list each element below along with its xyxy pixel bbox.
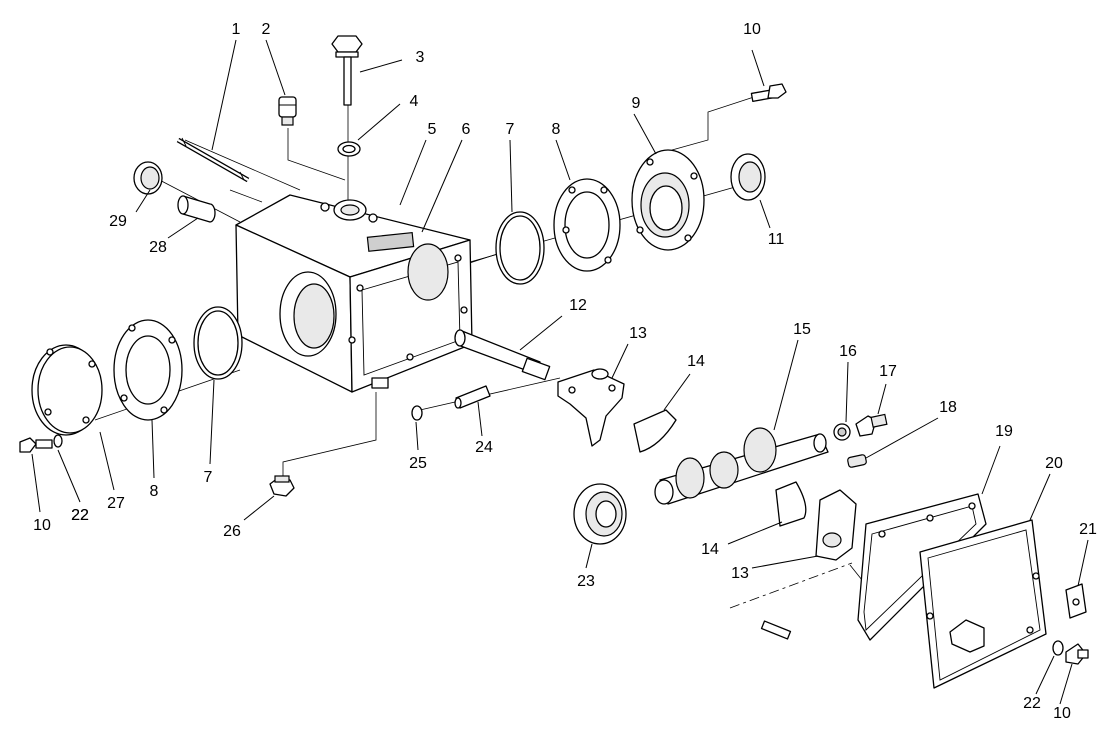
part-shaft xyxy=(454,329,551,381)
part-cover-left xyxy=(31,344,103,436)
callout-10-right: 10 xyxy=(1053,705,1071,722)
callout-23: 23 xyxy=(577,573,595,590)
callout-7-left: 7 xyxy=(204,469,213,486)
part-bolt-left xyxy=(19,434,63,453)
part-dipstick xyxy=(331,35,363,106)
part-clip xyxy=(1065,583,1087,619)
part-seal-large xyxy=(730,153,766,201)
callout-17: 17 xyxy=(879,363,897,380)
callout-10: 10 xyxy=(743,21,761,38)
callout-5: 5 xyxy=(428,121,437,138)
callout-22: 22 xyxy=(71,507,89,524)
callout-15: 15 xyxy=(793,321,811,338)
callout-12: 12 xyxy=(569,297,587,314)
part-seal-small xyxy=(133,161,163,195)
callout-28: 28 xyxy=(149,239,167,256)
callout-14: 14 xyxy=(687,353,705,370)
callout-1: 1 xyxy=(232,21,241,38)
callout-22-right: 22 xyxy=(1023,695,1041,712)
part-bearing-cap xyxy=(631,149,705,251)
part-bearing-shell-lower xyxy=(775,481,807,527)
callouts: 1 2 3 4 5 6 7 8 9 10 11 12 13 14 15 16 1… xyxy=(33,21,1097,722)
callout-22-left: 22 xyxy=(71,507,89,524)
callout-25: 25 xyxy=(409,455,427,472)
callout-21: 21 xyxy=(1079,521,1097,538)
part-gasket-right xyxy=(553,178,621,272)
callout-8-left: 8 xyxy=(150,483,159,500)
part-o-ring-right xyxy=(495,211,545,285)
part-washer-right xyxy=(1052,640,1064,656)
part-camshaft xyxy=(654,427,829,505)
callout-9: 9 xyxy=(632,95,641,112)
callout-11: 11 xyxy=(768,231,785,248)
part-drain-plug xyxy=(269,475,295,497)
part-bolt-top xyxy=(750,83,787,102)
part-breather xyxy=(278,96,297,126)
callout-26: 26 xyxy=(223,523,241,540)
part-bearing-bracket-upper xyxy=(557,368,625,447)
part-washer xyxy=(337,141,361,157)
callout-18: 18 xyxy=(939,399,957,416)
part-bearing-shell-upper xyxy=(633,409,677,453)
callout-24: 24 xyxy=(475,439,493,456)
callout-20: 20 xyxy=(1045,455,1063,472)
part-gear-case xyxy=(235,194,473,393)
part-key xyxy=(847,454,867,468)
callout-19: 19 xyxy=(995,423,1013,440)
callout-13-lower: 13 xyxy=(731,565,749,582)
part-cover-plate xyxy=(919,519,1047,689)
callout-8: 8 xyxy=(552,121,561,138)
part-o-ring-left xyxy=(193,306,243,380)
part-gasket-left xyxy=(113,319,183,421)
callout-7: 7 xyxy=(506,121,515,138)
part-stud xyxy=(176,137,250,183)
callout-27: 27 xyxy=(107,495,125,512)
callout-4: 4 xyxy=(410,93,419,110)
callout-29: 29 xyxy=(109,213,127,230)
callout-2: 2 xyxy=(262,21,271,38)
part-bearing-bracket-lower xyxy=(815,489,857,561)
part-bolt-lower xyxy=(760,620,792,640)
part-bolt-right xyxy=(1065,643,1089,665)
callout-3: 3 xyxy=(416,49,425,66)
part-pin xyxy=(454,385,491,409)
part-ball-bearing xyxy=(573,483,627,545)
callout-16: 16 xyxy=(839,343,857,360)
callout-13: 13 xyxy=(629,325,647,342)
part-lock-washer xyxy=(833,423,851,441)
part-bushing xyxy=(177,195,216,223)
callout-6: 6 xyxy=(462,121,471,138)
callout-14-lower: 14 xyxy=(701,541,719,558)
leader-lines xyxy=(31,39,1089,705)
part-retaining-ring xyxy=(411,405,423,421)
part-cap-screw xyxy=(855,413,888,437)
callout-10-left: 10 xyxy=(33,517,51,534)
